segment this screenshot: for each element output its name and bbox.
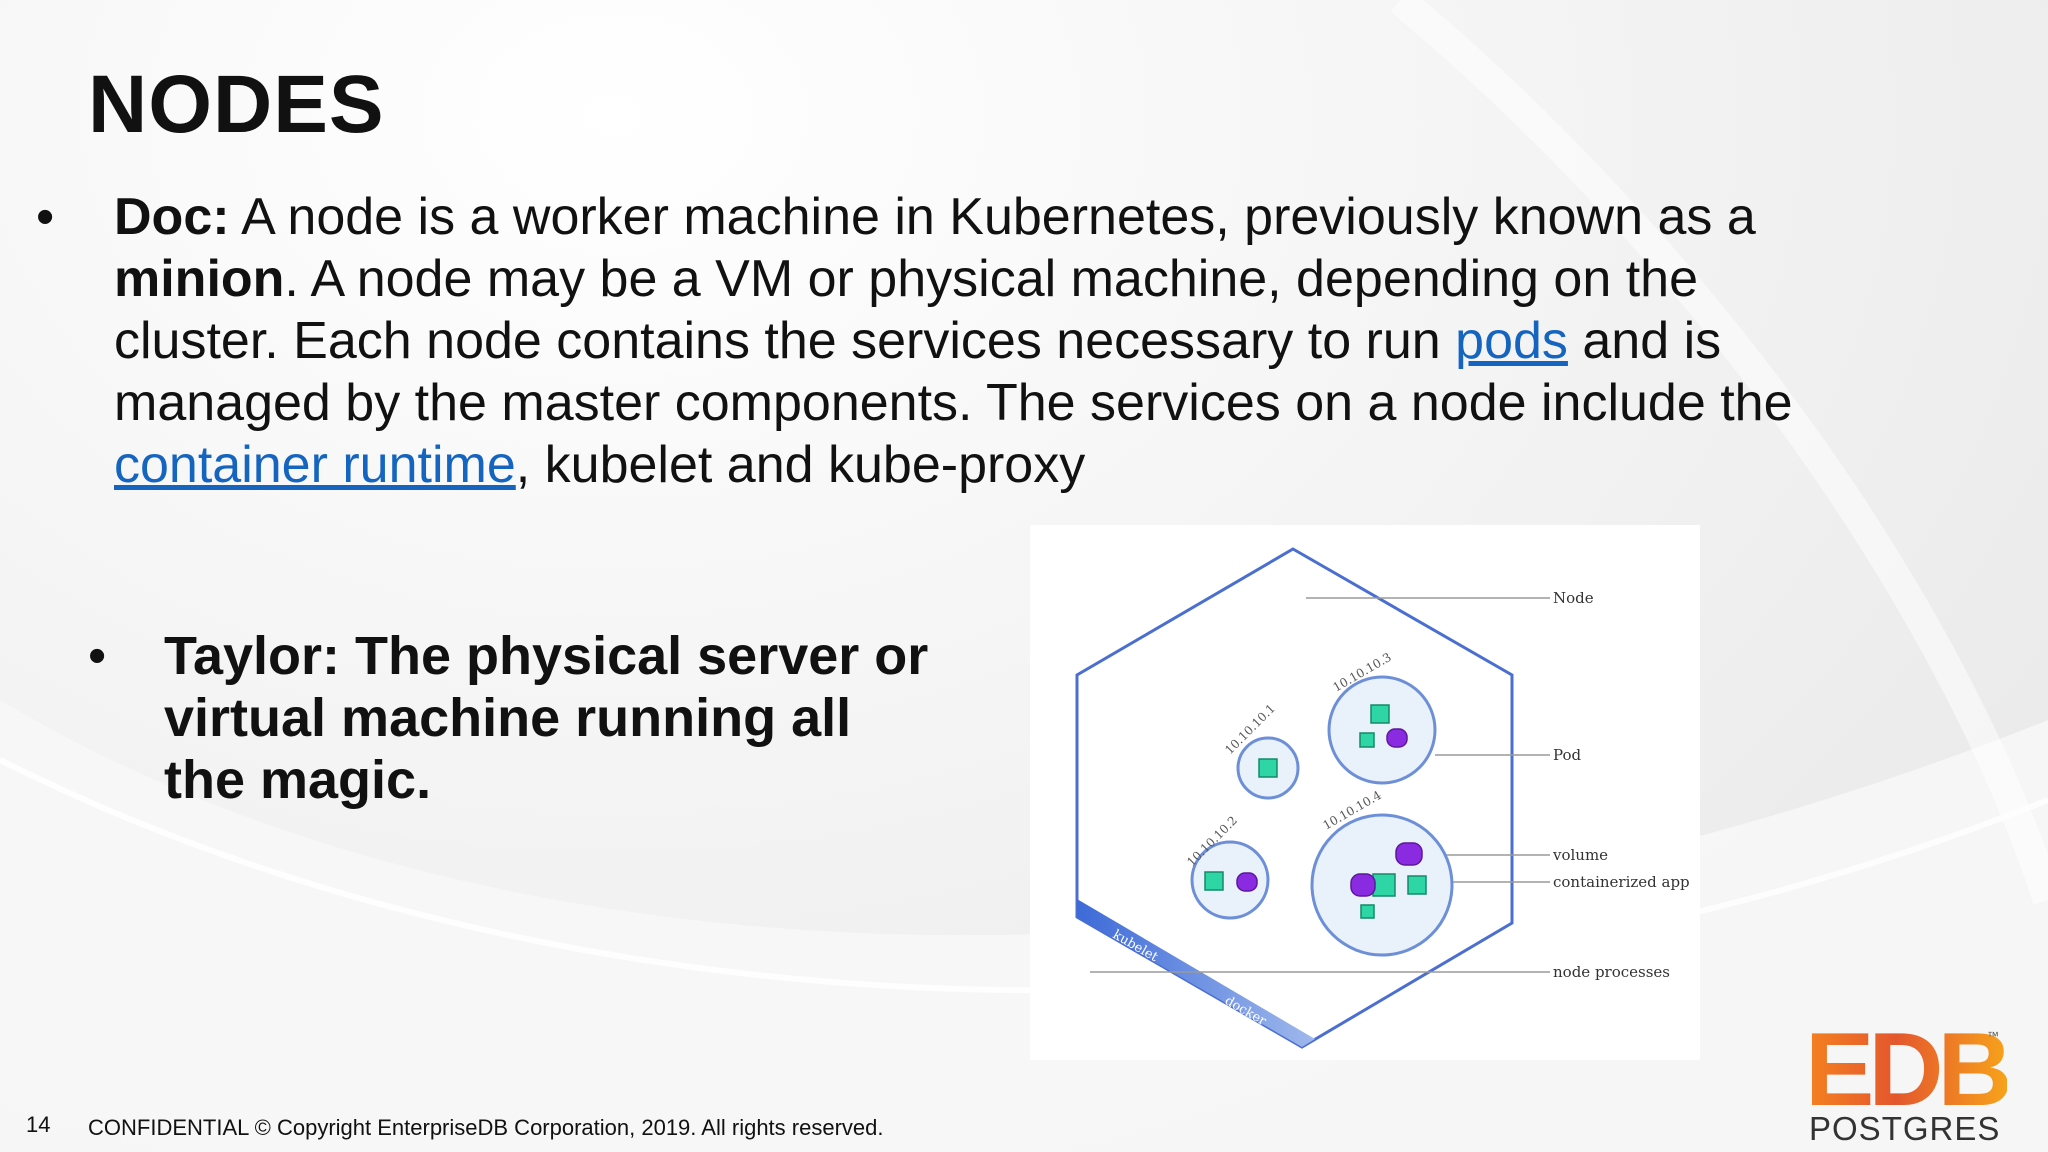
label-volume: volume [1552,846,1608,864]
pod-3 [1327,675,1437,785]
bullet-doc-text: Doc: A node is a worker machine in Kuber… [114,186,1874,496]
label-containerized-app: containerized app [1553,873,1690,891]
app-cube [1204,871,1224,891]
page-number: 14 [26,1112,51,1137]
label-node-processes: node processes [1553,963,1670,981]
app-cube [1370,704,1390,724]
bullet-taylor-text: Taylor: The physical server or virtual m… [164,626,929,810]
bullet-symbol: • [36,188,55,246]
volume-cylinder [1386,728,1408,748]
volume-cylinder [1395,842,1423,866]
app-cube [1359,732,1375,748]
page-title: NODES [88,59,385,150]
node-diagram: kubelet docker Node Pod volume container… [1030,525,1700,1060]
pods-link[interactable]: pods [1455,312,1568,370]
doc-text-3: and is managed by the master components.… [114,312,1793,432]
pod-2 [1190,840,1270,920]
app-cube [1360,904,1375,919]
doc-label: Doc: [114,188,230,246]
label-node: Node [1553,589,1594,607]
footer-copyright: CONFIDENTIAL © Copyright EnterpriseDB Co… [88,1115,884,1140]
app-cube [1258,758,1278,778]
label-pod: Pod [1553,746,1582,764]
doc-text-4: , kubelet and kube-proxy [515,436,1086,494]
doc-text-1: A node is a worker machine in Kubernetes… [229,188,1756,246]
app-cube [1372,873,1396,897]
node-diagram-svg: kubelet docker Node Pod volume container… [1075,547,1690,1049]
logo-postgres: POSTGRES [1809,1110,2001,1147]
edb-postgres-logo: EDB ™ POSTGRES [1805,1015,2013,1147]
container-runtime-link[interactable]: container runtime [114,436,516,494]
bullet-symbol: • [88,627,107,685]
doc-text-2: . A node may be a VM or physical machine… [114,250,1698,370]
logo-tm: ™ [1987,1029,1999,1043]
logo-edb: EDB [1805,1012,2013,1128]
node-processes-band-bar [1077,899,1315,1047]
volume-cylinder [1350,873,1376,897]
volume-cylinder [1236,872,1258,892]
minion-term: minion [114,250,285,308]
app-cube [1407,875,1427,895]
